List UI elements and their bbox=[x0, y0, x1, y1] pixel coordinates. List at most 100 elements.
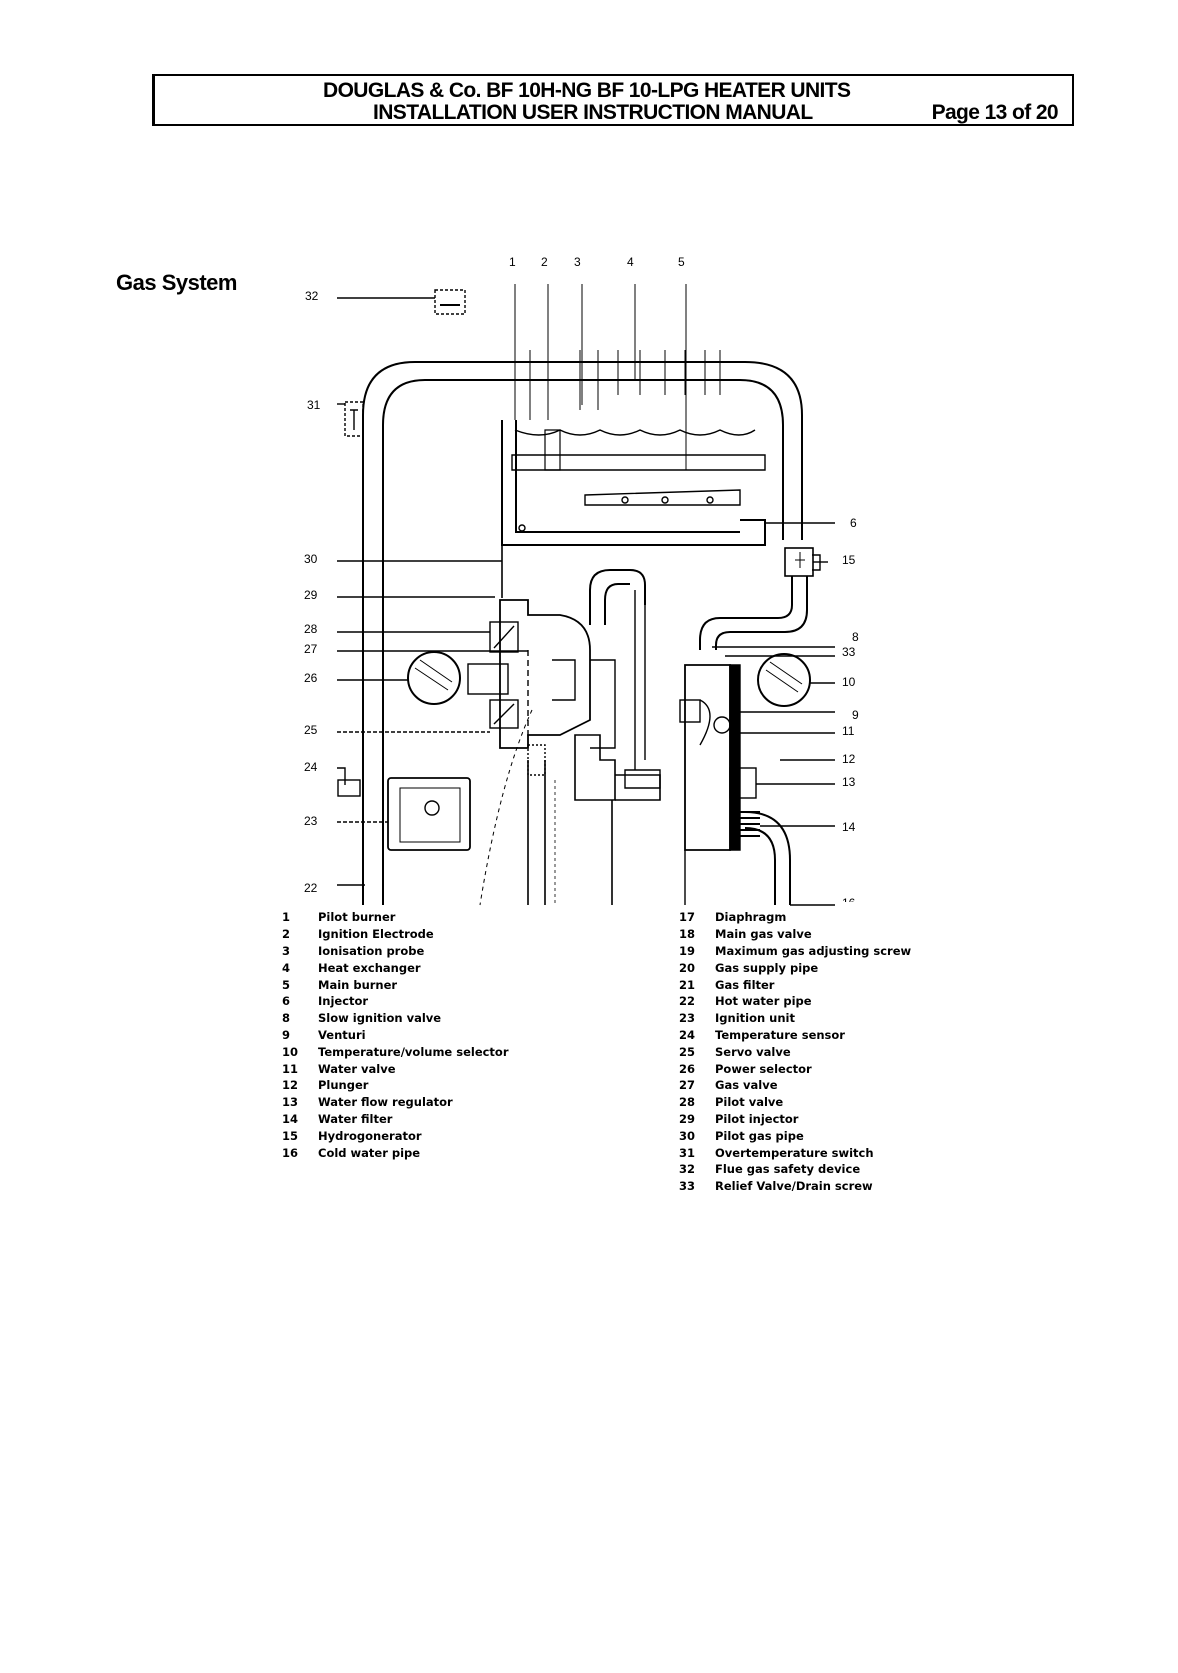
legend-number: 23 bbox=[679, 1011, 696, 1026]
legend-number: 16 bbox=[282, 1145, 299, 1160]
legend-label: Injector bbox=[318, 994, 369, 1009]
legend-row: 10 Temperature/volume selector bbox=[282, 1043, 509, 1060]
legend-number: 6 bbox=[282, 994, 291, 1009]
legend-label: Relief Valve/Drain screw bbox=[715, 1179, 873, 1194]
legend-number: 26 bbox=[679, 1061, 696, 1076]
legend-number: 20 bbox=[679, 960, 696, 975]
legend-row: 2 Ignition Electrode bbox=[282, 926, 509, 943]
legend-label: Hot water pipe bbox=[715, 994, 812, 1009]
legend-row: 22 Hot water pipe bbox=[679, 993, 911, 1010]
legend-label: Water filter bbox=[318, 1111, 393, 1126]
legend-number: 22 bbox=[679, 994, 696, 1009]
legend-number: 8 bbox=[282, 1011, 291, 1026]
legend-number: 11 bbox=[282, 1061, 299, 1076]
legend-label: Water flow regulator bbox=[318, 1095, 453, 1110]
legend-label: Gas valve bbox=[715, 1078, 778, 1093]
legend-label: Temperature/volume selector bbox=[318, 1044, 509, 1059]
legend-row: 27 Gas valve bbox=[679, 1077, 911, 1094]
legend-label: Ionisation probe bbox=[318, 943, 425, 958]
legend-number: 27 bbox=[679, 1078, 696, 1093]
legend-label: Plunger bbox=[318, 1078, 369, 1093]
callout-26: 26 bbox=[304, 671, 318, 685]
legend-number: 28 bbox=[679, 1095, 696, 1110]
legend-number: 19 bbox=[679, 943, 696, 958]
callout-23: 23 bbox=[304, 814, 318, 828]
callout-32: 32 bbox=[305, 289, 319, 303]
legend-label: Pilot injector bbox=[715, 1111, 799, 1126]
callout-27: 27 bbox=[304, 642, 318, 656]
callout-10: 10 bbox=[842, 675, 856, 689]
legend-number: 21 bbox=[679, 977, 696, 992]
callout-11: 11 bbox=[842, 724, 855, 738]
callout-14: 14 bbox=[842, 820, 856, 834]
legend-number: 18 bbox=[679, 927, 696, 942]
callout-3: 3 bbox=[574, 255, 581, 269]
legend-number: 3 bbox=[282, 943, 291, 958]
legend-row: 33 Relief Valve/Drain screw bbox=[679, 1178, 911, 1195]
callout-24: 24 bbox=[304, 760, 318, 774]
callout-5: 5 bbox=[678, 255, 685, 269]
legend-label: Pilot burner bbox=[318, 910, 396, 925]
legend-number: 4 bbox=[282, 960, 291, 975]
legend-label: Ignition Electrode bbox=[318, 927, 434, 942]
callout-9: 9 bbox=[852, 708, 859, 722]
legend-row: 14 Water filter bbox=[282, 1111, 509, 1128]
callout-1: 1 bbox=[509, 255, 516, 269]
legend-number: 31 bbox=[679, 1145, 696, 1160]
legend-label: Temperature sensor bbox=[715, 1027, 845, 1042]
legend-number: 14 bbox=[282, 1111, 299, 1126]
legend-row: 23 Ignition unit bbox=[679, 1010, 911, 1027]
legend-number: 9 bbox=[282, 1027, 291, 1042]
legend-row: 13 Water flow regulator bbox=[282, 1094, 509, 1111]
legend-row: 12 Plunger bbox=[282, 1077, 509, 1094]
legend-number: 29 bbox=[679, 1111, 696, 1126]
legend-label: Pilot valve bbox=[715, 1095, 784, 1110]
legend-row: 3 Ionisation probe bbox=[282, 943, 509, 960]
callout-4: 4 bbox=[627, 255, 634, 269]
legend-row: 28 Pilot valve bbox=[679, 1094, 911, 1111]
section-title: Gas System bbox=[116, 270, 237, 295]
legend-number: 2 bbox=[282, 927, 291, 942]
legend-number: 32 bbox=[679, 1162, 696, 1177]
callout-28: 28 bbox=[304, 622, 318, 636]
header-box: DOUGLAS & Co. BF 10H-NG BF 10-LPG HEATER… bbox=[152, 74, 1074, 126]
legend-row: 29 Pilot injector bbox=[679, 1111, 911, 1128]
callout-22: 22 bbox=[304, 881, 318, 895]
callout-15: 15 bbox=[842, 553, 856, 567]
legend-number: 13 bbox=[282, 1095, 299, 1110]
header-title: DOUGLAS & Co. BF 10H-NG BF 10-LPG HEATER… bbox=[323, 79, 851, 102]
legend-number: 25 bbox=[679, 1044, 696, 1059]
legend-number: 12 bbox=[282, 1078, 299, 1093]
callout-8: 8 bbox=[852, 630, 859, 644]
callout-13: 13 bbox=[842, 775, 856, 789]
legend-number: 33 bbox=[679, 1179, 696, 1194]
legend-number: 30 bbox=[679, 1128, 696, 1143]
callout-25: 25 bbox=[304, 723, 318, 737]
header-subtitle: INSTALLATION USER INSTRUCTION MANUAL bbox=[373, 101, 813, 124]
legend-number: 15 bbox=[282, 1128, 299, 1143]
legend-label: Gas supply pipe bbox=[715, 960, 819, 975]
callout-31: 31 bbox=[307, 398, 321, 412]
legend-number: 5 bbox=[282, 977, 291, 992]
callout-12: 12 bbox=[842, 752, 856, 766]
legend-label: Ignition unit bbox=[715, 1011, 795, 1026]
legend-number: 10 bbox=[282, 1044, 299, 1059]
